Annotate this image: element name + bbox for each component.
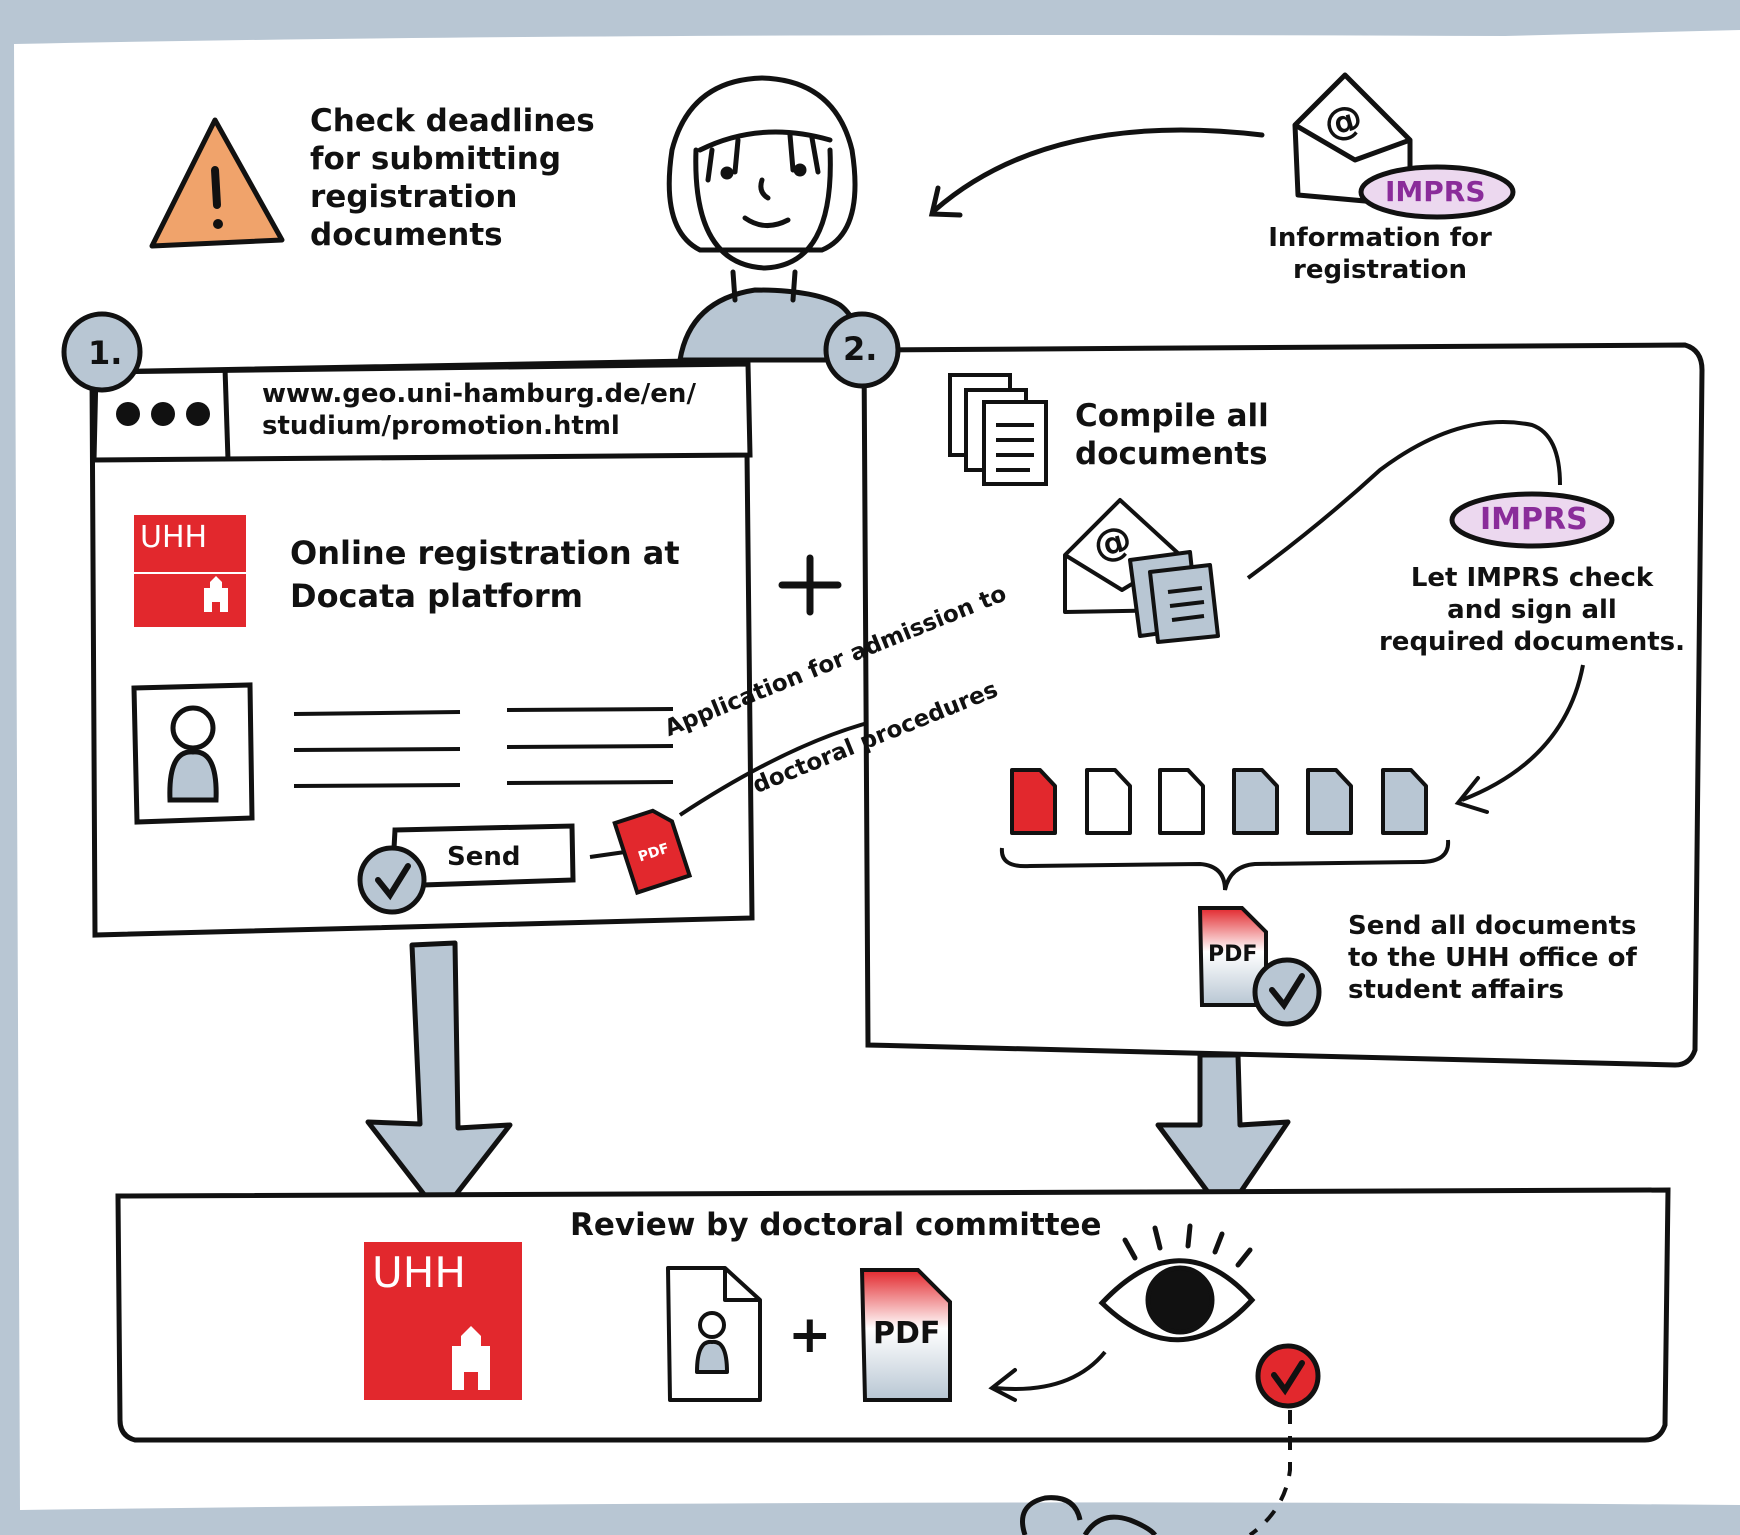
document-row xyxy=(1010,768,1428,835)
browser-url[interactable]: www.geo.uni-hamburg.de/en/ studium/promo… xyxy=(262,379,696,441)
review-title: Review by doctoral committee xyxy=(570,1207,1102,1243)
pdf-check-icon xyxy=(1197,906,1322,1027)
profile-document-icon xyxy=(666,1266,762,1402)
send-office-note: Send all documents to the UHH office of … xyxy=(1348,911,1637,1005)
imprs-label: IMPRS xyxy=(1385,175,1486,208)
eye-icon xyxy=(1098,1223,1256,1343)
documents-stack-icon xyxy=(948,373,1048,486)
review-logo-text: UHH xyxy=(372,1248,466,1297)
step2-number: 2. xyxy=(843,330,878,368)
profile-card xyxy=(131,682,255,825)
window-dots-icon xyxy=(116,402,210,426)
doc-grey-2 xyxy=(1306,768,1353,835)
step2-pdf-label: PDF xyxy=(1208,942,1258,967)
review-pdf-icon xyxy=(859,1268,952,1402)
send-button-label[interactable]: Send xyxy=(447,842,521,872)
pdf-file-icon xyxy=(612,808,693,896)
uhh-logo-review xyxy=(364,1242,522,1400)
bottom-sketch xyxy=(1020,1495,1158,1535)
down-arrow-right xyxy=(1155,1052,1291,1218)
down-arrow-left xyxy=(365,940,513,1218)
warning-icon xyxy=(149,117,285,249)
imprs-badge-label: IMPRS xyxy=(1480,502,1588,537)
uhh-logo-text: UHH xyxy=(140,520,208,555)
doc-grey-1 xyxy=(1232,768,1279,835)
doc-white-2 xyxy=(1158,768,1205,835)
sign-arrow xyxy=(1461,664,1585,802)
approved-check-icon xyxy=(1255,1343,1321,1409)
doc-grey-3 xyxy=(1381,768,1428,835)
doc-white-1 xyxy=(1085,768,1132,835)
plus-icon xyxy=(778,554,842,616)
review-plus: + xyxy=(788,1305,832,1365)
step2-badge xyxy=(823,311,901,389)
step1-number: 1. xyxy=(88,334,123,372)
imprs-badge xyxy=(1358,164,1516,220)
document-brace xyxy=(999,839,1451,891)
step1-badge xyxy=(61,311,143,393)
browser-window xyxy=(89,357,755,938)
imprs-connector xyxy=(1246,420,1562,580)
eye-arrow xyxy=(994,1350,1107,1391)
imprs-check-note: Let IMPRS check and sign all required do… xyxy=(1378,563,1686,657)
compile-label: Compile all documents xyxy=(1075,398,1269,472)
doc-red xyxy=(1010,768,1057,835)
info-arrow xyxy=(932,127,1265,213)
uhh-logo xyxy=(134,515,246,627)
imprs-badge-step2 xyxy=(1449,491,1615,549)
imprs-info-caption: Information for registration xyxy=(1268,223,1492,285)
dashed-connector xyxy=(1248,1410,1292,1535)
online-registration-title: Online registration at Docata platform xyxy=(290,534,680,615)
review-pdf-label: PDF xyxy=(873,1316,941,1351)
form-lines xyxy=(293,707,674,788)
person-icon xyxy=(666,75,865,363)
deadline-note: Check deadlines for submitting registrat… xyxy=(310,103,595,253)
email-documents-icon: @ xyxy=(1063,498,1220,644)
send-button[interactable] xyxy=(357,823,576,915)
